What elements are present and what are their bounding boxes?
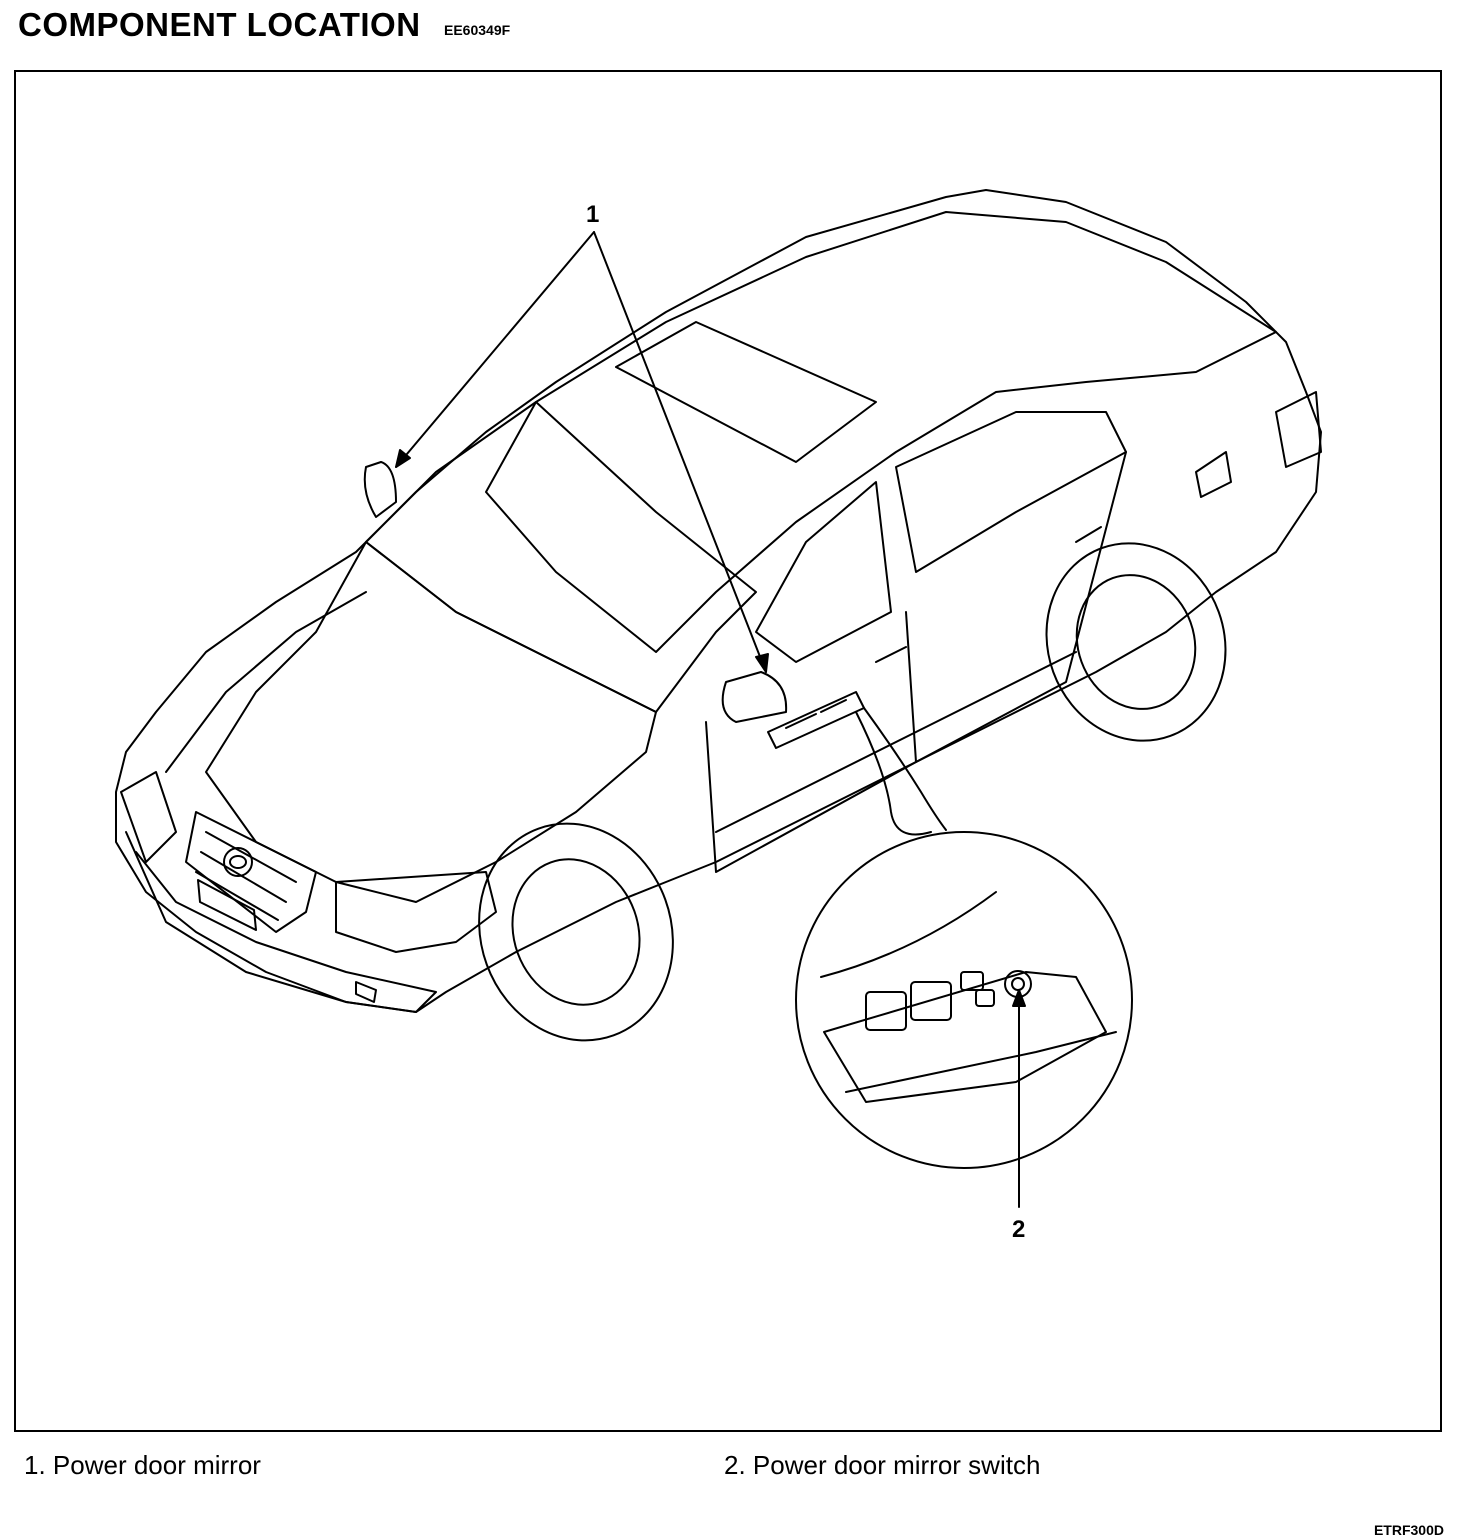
car-body-outline bbox=[115, 189, 1322, 1013]
magnifier-link-2 bbox=[863, 707, 947, 831]
rear-side-window bbox=[895, 411, 1127, 573]
fuel-door bbox=[1195, 451, 1232, 498]
emblem bbox=[223, 847, 253, 877]
legend-item-1: 1. Power door mirror bbox=[24, 1450, 261, 1480]
mirror-switch-inner bbox=[1011, 977, 1025, 991]
rear-wheel-rim bbox=[1075, 574, 1197, 710]
callout-2-number: 2 bbox=[1012, 1216, 1025, 1243]
side-molding bbox=[715, 651, 1077, 833]
tail-light bbox=[1275, 391, 1322, 468]
headlight-left bbox=[120, 771, 177, 863]
detail-magnifier bbox=[795, 831, 1133, 1169]
fog-light bbox=[355, 981, 377, 1003]
front-door bbox=[705, 611, 917, 873]
callout-1-arrowhead-right bbox=[755, 653, 769, 673]
lock-switch bbox=[960, 971, 984, 991]
rear-wheel bbox=[1045, 542, 1227, 742]
front-side-window bbox=[755, 481, 892, 663]
diagram-frame: 1 2 bbox=[14, 70, 1442, 1432]
front-wheel bbox=[478, 822, 674, 1042]
grille bbox=[185, 811, 317, 933]
detail-lower-line bbox=[845, 1031, 1117, 1093]
detail-trim bbox=[823, 971, 1107, 1103]
legend-item-2: 2. Power door mirror switch bbox=[724, 1450, 1041, 1480]
door-switch-detail bbox=[785, 699, 847, 729]
magnifier-link bbox=[855, 711, 932, 836]
window-switch-2 bbox=[910, 981, 952, 1021]
document-code: EE60349F bbox=[444, 22, 511, 38]
front-wheel-rim bbox=[511, 858, 641, 1006]
page-title: COMPONENT LOCATION bbox=[18, 6, 421, 43]
headlight bbox=[335, 871, 497, 953]
front-bumper bbox=[125, 831, 437, 1013]
callout-1-leader-right bbox=[593, 231, 767, 673]
rear-door-handle bbox=[1075, 526, 1102, 543]
door-switch-panel bbox=[767, 691, 865, 749]
lock-switch-2 bbox=[975, 989, 995, 1007]
car-illustration: 1 2 bbox=[115, 189, 1322, 1243]
hood bbox=[205, 541, 657, 903]
callout-1-arrowhead-left bbox=[395, 449, 411, 468]
left-mirror bbox=[363, 461, 397, 518]
right-mirror bbox=[721, 671, 788, 723]
window-switch-1 bbox=[865, 991, 907, 1031]
front-door-handle bbox=[875, 646, 907, 663]
callout-2-arrowhead bbox=[1012, 989, 1026, 1007]
callout-1-number: 1 bbox=[586, 201, 599, 228]
callout-1-leader-left bbox=[395, 231, 595, 468]
emblem-inner bbox=[229, 855, 247, 869]
car-roof bbox=[485, 211, 1277, 653]
license-plate bbox=[197, 879, 257, 931]
sunroof bbox=[615, 321, 877, 463]
hood-crease bbox=[165, 591, 367, 773]
detail-panel-curve bbox=[820, 891, 997, 978]
rear-door bbox=[915, 451, 1127, 763]
figure-code: ETRF300D bbox=[1373, 1522, 1444, 1538]
